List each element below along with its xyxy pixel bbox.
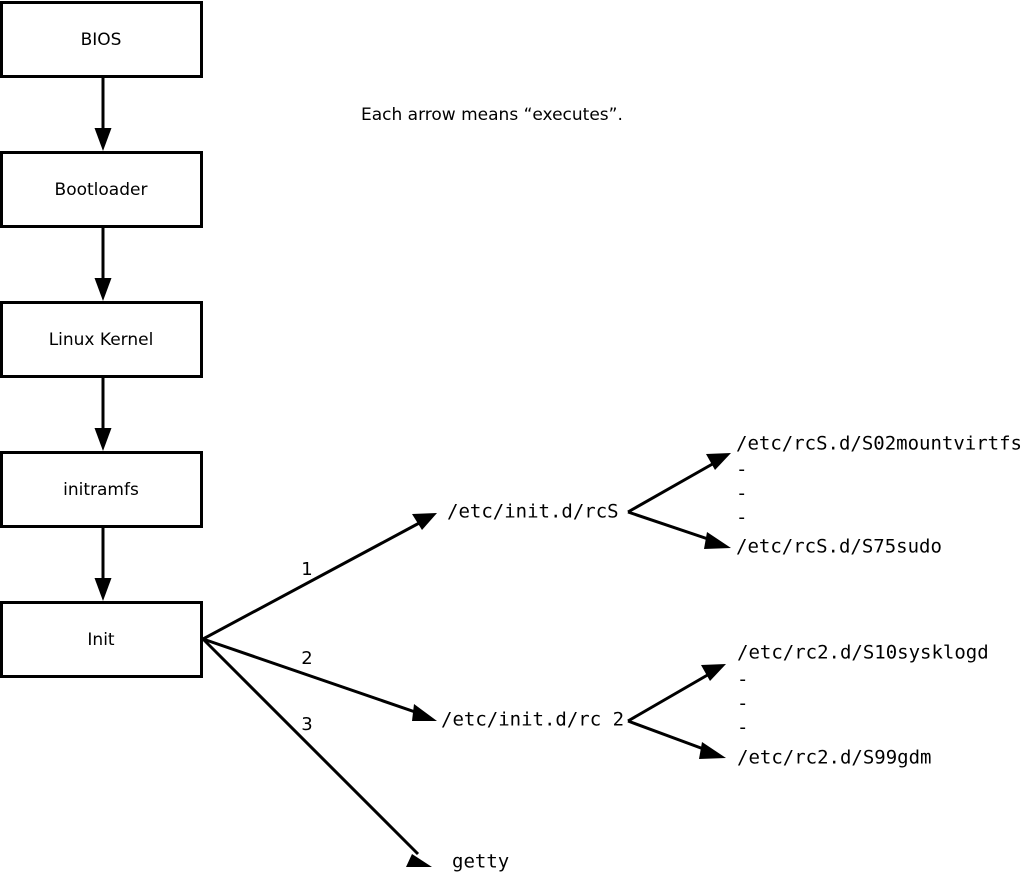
rcS-ellipsis-dash: - xyxy=(736,507,747,529)
arrow-kernel-to-initramfs xyxy=(94,377,112,451)
arrowhead-icon xyxy=(412,704,437,721)
arrow-bios-to-bootloader xyxy=(94,77,112,151)
label-getty[interactable]: getty xyxy=(452,851,509,873)
arrowhead-icon xyxy=(704,532,731,549)
branch-number-3: 3 xyxy=(301,714,312,735)
rc2-ellipsis-dash: - xyxy=(737,669,748,691)
arrow-initramfs-to-init xyxy=(94,527,112,601)
node-bios-shape xyxy=(0,1,203,78)
node-kernel[interactable]: Linux Kernel xyxy=(0,301,203,378)
node-kernel-label: Linux Kernel xyxy=(49,330,154,350)
branch-number-2: 2 xyxy=(301,648,312,669)
node-initramfs[interactable]: initramfs xyxy=(0,451,203,528)
arrow-rc2-to-last-script xyxy=(627,719,726,759)
arrowhead-icon xyxy=(94,428,112,451)
arrowhead-icon xyxy=(94,278,112,301)
arrowhead-icon xyxy=(94,128,112,151)
label-etc-init-d-rcS[interactable]: /etc/init.d/rcS xyxy=(447,501,619,523)
node-bootloader-shape xyxy=(0,151,203,228)
label-etc-init-d-rc-2[interactable]: /etc/init.d/rc 2 xyxy=(441,709,624,731)
arrowhead-icon xyxy=(406,854,432,867)
arrowhead-icon xyxy=(706,453,731,470)
node-bios[interactable]: BIOS xyxy=(0,1,203,78)
rc2-ellipsis-dash: - xyxy=(737,717,748,739)
arrowhead-icon xyxy=(699,742,726,759)
arrow-rcS-to-first-script xyxy=(627,453,731,514)
node-init-label: Init xyxy=(87,630,115,650)
arrowhead-icon xyxy=(94,578,112,601)
diagram-caption: Each arrow means “executes”. xyxy=(361,105,623,125)
node-bios-label: BIOS xyxy=(81,30,122,50)
rcS-ellipsis-dash: - xyxy=(736,483,747,505)
rc2-script-first[interactable]: /etc/rc2.d/S10sysklogd xyxy=(737,642,989,664)
node-bootloader[interactable]: Bootloader xyxy=(0,151,203,228)
node-init-shape xyxy=(0,601,203,678)
arrow-init-branch-2 xyxy=(202,637,437,721)
rc2-ellipsis-dash: - xyxy=(737,693,748,715)
arrow-rcS-to-last-script xyxy=(627,510,731,549)
arrowhead-icon xyxy=(701,664,726,681)
rcS-script-last[interactable]: /etc/rcS.d/S75sudo xyxy=(736,536,942,558)
node-initramfs-label: initramfs xyxy=(63,480,139,500)
arrowhead-icon xyxy=(412,513,437,530)
node-init[interactable]: Init xyxy=(0,601,203,678)
rcS-ellipsis-dash: - xyxy=(736,459,747,481)
node-initramfs-shape xyxy=(0,451,203,528)
arrow-rc2-to-first-script xyxy=(627,664,726,723)
arrow-init-branch-1 xyxy=(202,513,437,641)
arrow-bootloader-to-kernel xyxy=(94,227,112,301)
branch-number-1: 1 xyxy=(301,559,312,580)
arrow-init-branch-3 xyxy=(201,637,432,867)
node-bootloader-label: Bootloader xyxy=(55,180,148,200)
rc2-script-last[interactable]: /etc/rc2.d/S99gdm xyxy=(737,747,931,769)
rcS-script-first[interactable]: /etc/rcS.d/S02mountvirtfs xyxy=(736,433,1022,455)
node-kernel-shape xyxy=(0,301,203,378)
